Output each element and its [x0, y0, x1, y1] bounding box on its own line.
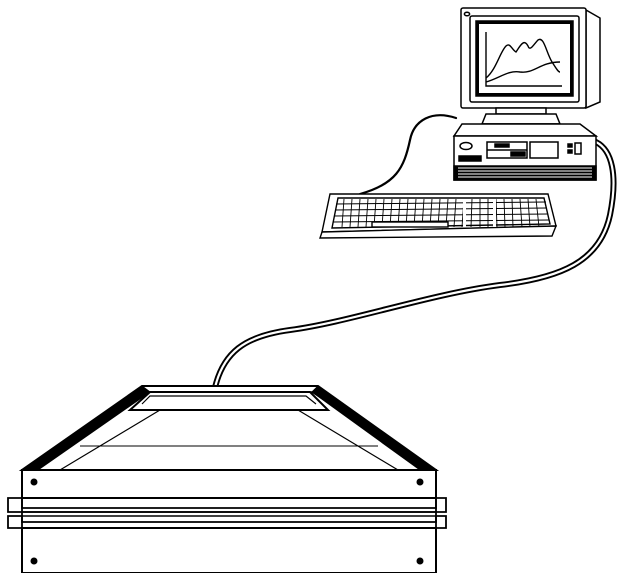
- plot-axes: [485, 32, 562, 87]
- label-strip: [458, 155, 482, 162]
- monitor: [460, 7, 601, 131]
- plot-curve-lower: [485, 61, 561, 83]
- front-panel-upper: [21, 469, 437, 499]
- screw: [416, 478, 424, 486]
- connection-cable: [211, 139, 617, 395]
- keyboard: [319, 193, 558, 239]
- screw: [30, 478, 38, 486]
- screw: [416, 557, 424, 565]
- front-panel-lower: [21, 527, 437, 573]
- monitor-screen-plot: [485, 32, 562, 87]
- power-button: [459, 141, 473, 151]
- power-led: [463, 11, 471, 17]
- top-plate: [127, 391, 331, 411]
- key-lock: [574, 142, 582, 155]
- keyboard-cable: [358, 114, 458, 196]
- screw: [30, 557, 38, 565]
- system-unit: [452, 123, 599, 181]
- vent-grille: [458, 167, 592, 178]
- instrument-unit: [7, 385, 447, 573]
- plot-curve-upper: [485, 38, 561, 79]
